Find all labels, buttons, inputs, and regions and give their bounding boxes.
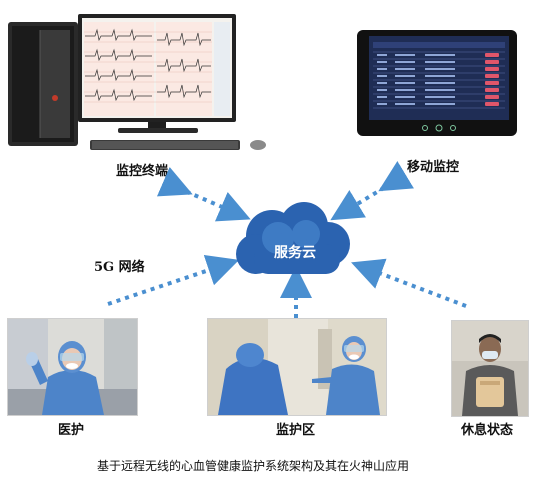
arrow-doctor-cloud (107, 254, 240, 306)
mobile-monitor-illustration (355, 28, 520, 140)
doctor-label: 医护 (58, 423, 85, 438)
network-label: 5G 网络 (94, 260, 145, 275)
arrow-rest-cloud (351, 258, 467, 308)
service-cloud: 服务云 (228, 198, 360, 282)
arrow-mobile-cloud (330, 161, 414, 221)
rest-state-label: 休息状态 (461, 423, 514, 438)
monitor-area-label: 监护区 (276, 423, 316, 438)
rest-state-photo (451, 320, 529, 417)
monitor-terminal-label: 监控终端 (116, 164, 169, 179)
cloud-label: 服务云 (274, 245, 316, 261)
figure-caption: 基于远程无线的心血管健康监护系统架构及其在火神山应用 (97, 459, 410, 473)
tablet-icon (357, 30, 517, 136)
mouse-icon (250, 140, 266, 150)
arrow-terminal-cloud (156, 166, 251, 222)
monitor-terminal-illustration (0, 0, 280, 160)
doctor-photo (7, 318, 138, 416)
mobile-monitor-label: 移动监控 (407, 160, 460, 175)
keyboard-icon (90, 140, 240, 150)
desktop-monitor-icon (78, 14, 236, 133)
monitor-area-photo (207, 318, 387, 416)
cloud-icon (236, 202, 350, 274)
pc-tower-icon (8, 22, 78, 146)
